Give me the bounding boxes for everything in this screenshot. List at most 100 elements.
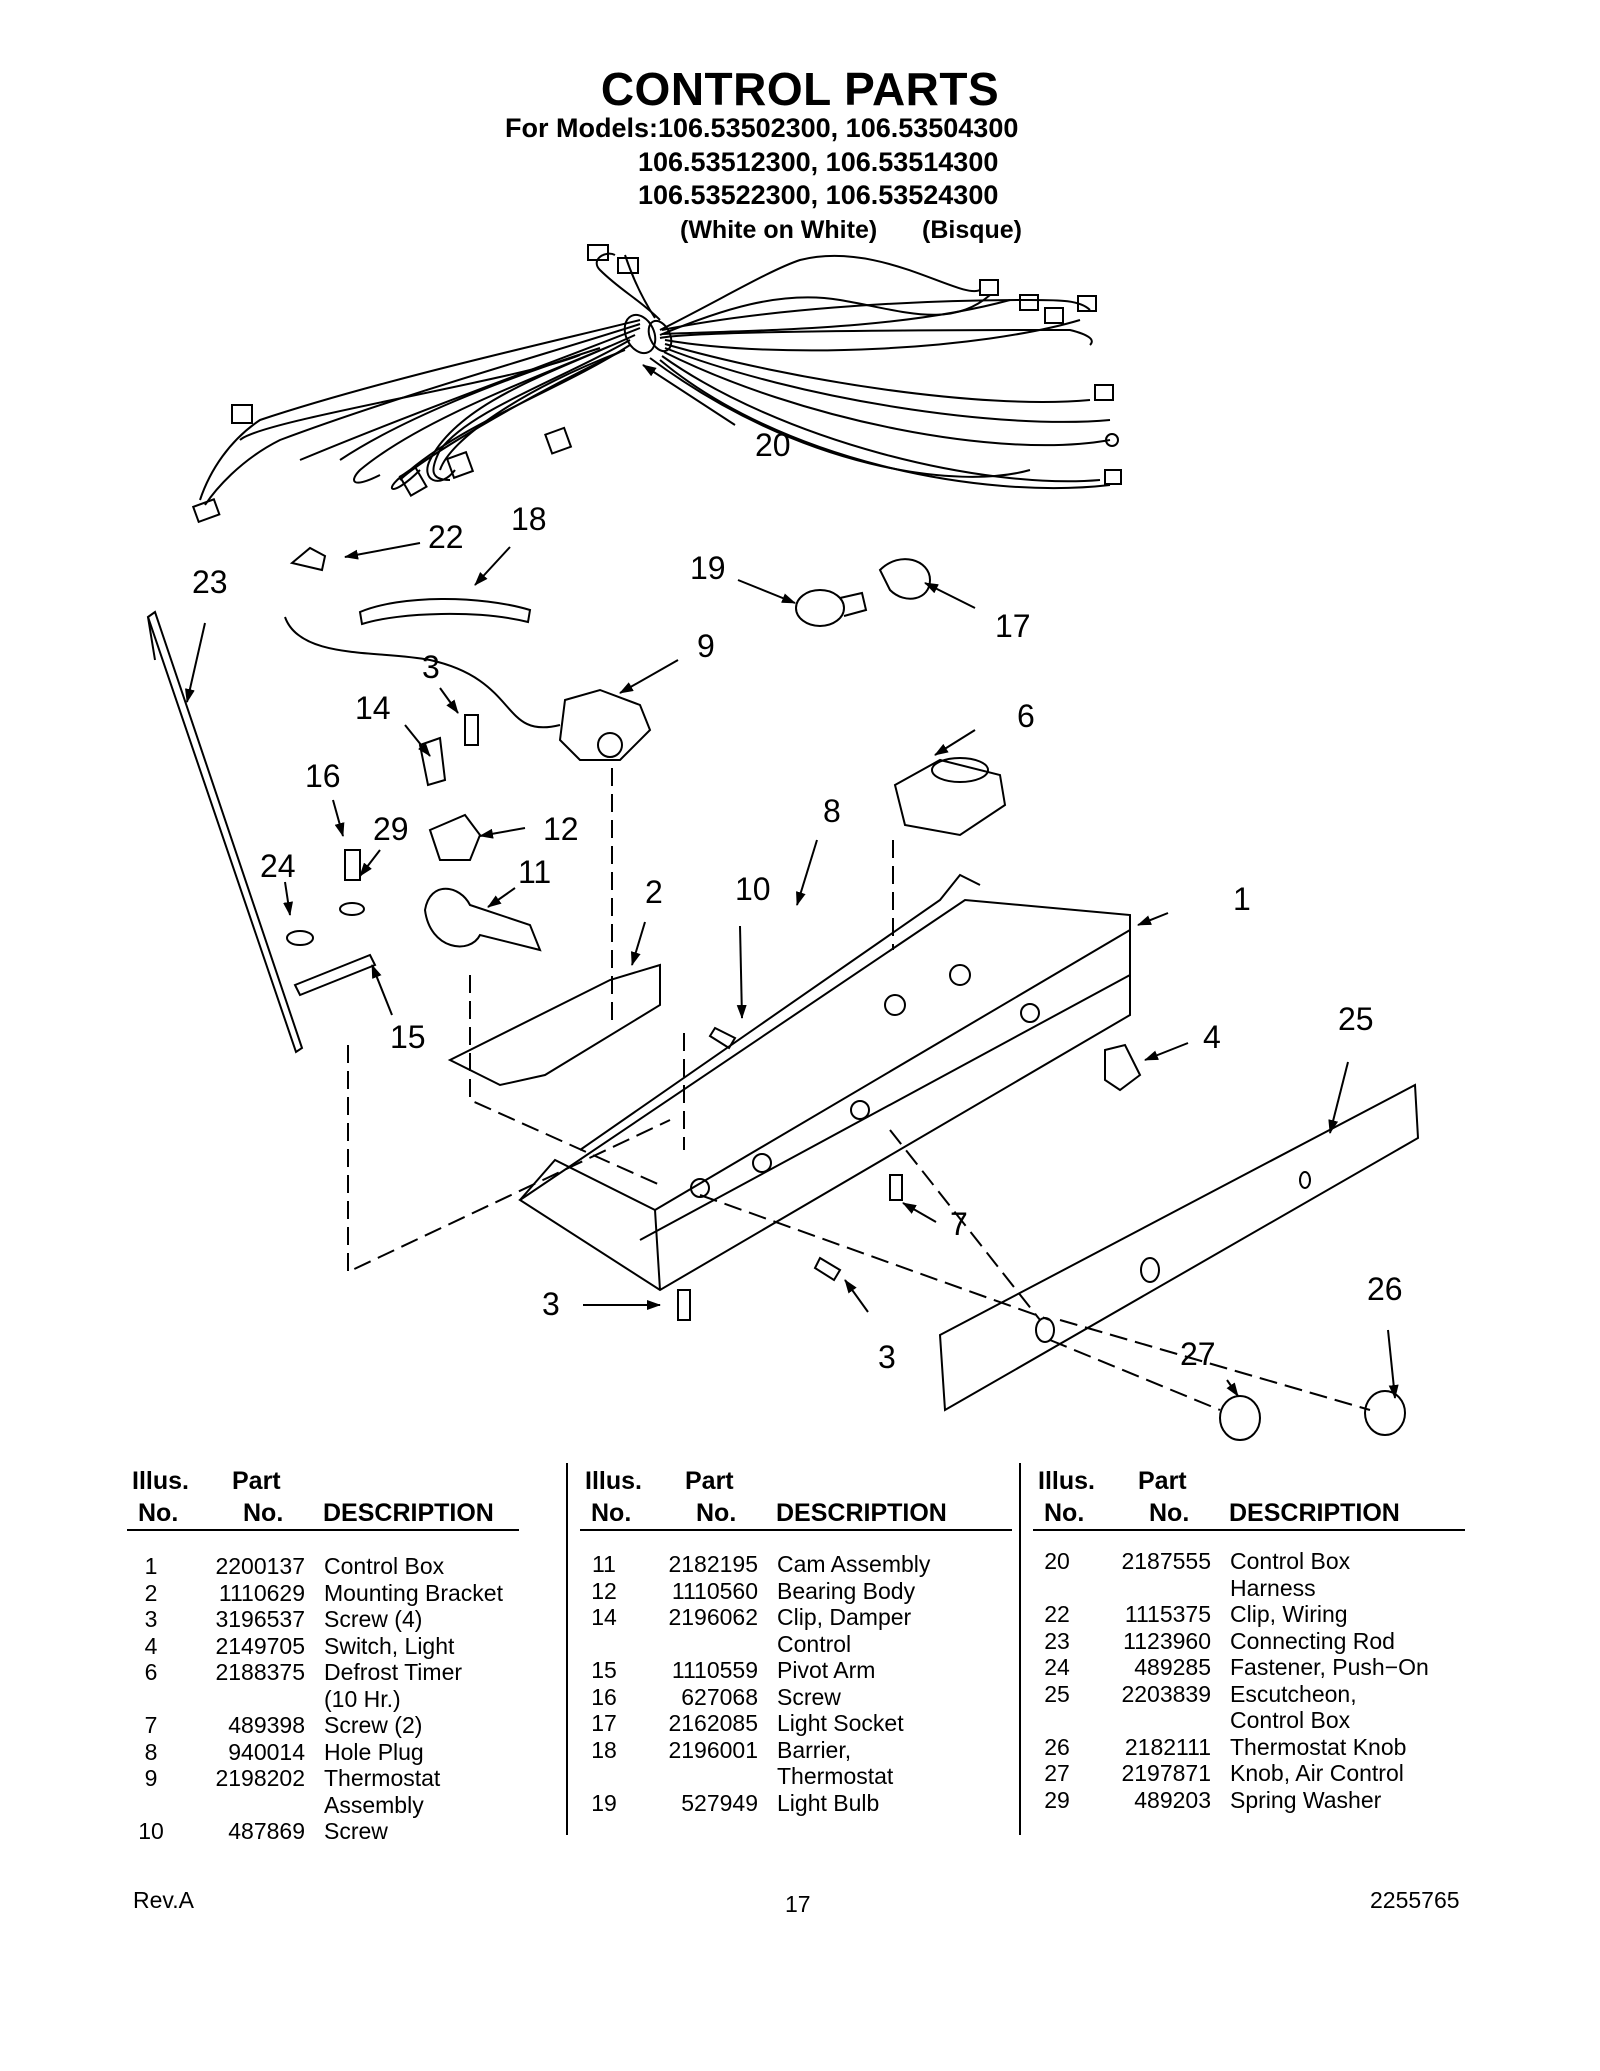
- header-part-no: No.: [1149, 1499, 1190, 1527]
- part-no: 1123960: [1123, 1627, 1211, 1654]
- part-no: 1115375: [1124, 1601, 1211, 1627]
- illus-no: 11: [592, 1551, 616, 1577]
- part-no: 2200137: [215, 1553, 305, 1579]
- part-description: Screw (4): [324, 1606, 423, 1632]
- part-description: Mounting Bracket: [324, 1579, 503, 1606]
- callout-1: 1: [1233, 881, 1251, 917]
- light-socket: [878, 558, 932, 600]
- part-description: Thermostat Knob: [1230, 1733, 1407, 1760]
- callout-11: 11: [518, 854, 551, 890]
- illus-no: 12: [591, 1577, 617, 1604]
- parts-row-continuation: Assembly: [143, 1792, 543, 1819]
- callout-16: 16: [305, 758, 341, 794]
- part-no: 527949: [681, 1789, 758, 1816]
- header-illus-no: No.: [138, 1499, 179, 1527]
- revision: Rev.A: [133, 1887, 194, 1913]
- barrier-thermostat: [358, 598, 532, 626]
- header-illus-no: No.: [591, 1499, 632, 1527]
- callout-6: 6: [1017, 698, 1035, 734]
- illus-no: 4: [144, 1632, 158, 1659]
- illus-no: 7: [144, 1712, 158, 1738]
- screw: [708, 1026, 737, 1050]
- part-no: 2196001: [668, 1736, 758, 1763]
- clip-wiring: [289, 546, 327, 572]
- wiring-harness: [191, 244, 1122, 524]
- illus-no: 20: [1044, 1548, 1070, 1574]
- callout-19: 19: [690, 550, 726, 586]
- illus-no: 14: [591, 1604, 617, 1630]
- bearing-body: [428, 813, 482, 861]
- illus-no: 19: [591, 1789, 617, 1816]
- part-description: Thermostat: [324, 1765, 441, 1791]
- part-no: 489203: [1134, 1786, 1211, 1813]
- callout-22: 22: [428, 519, 464, 555]
- air-control-knob: [1219, 1395, 1261, 1441]
- callout-23: 23: [192, 564, 228, 600]
- callout-9: 9: [697, 628, 715, 664]
- part-description: Screw: [777, 1683, 841, 1710]
- header-illus: Illus.: [585, 1467, 642, 1495]
- screw: [889, 1174, 903, 1201]
- assembly-lines: [347, 768, 1371, 1411]
- parts-row: 2 1110629 Mounting Bracket: [143, 1580, 543, 1607]
- part-no: 487869: [228, 1818, 305, 1844]
- header-part-no: No.: [243, 1499, 284, 1527]
- header-description: DESCRIPTION: [1229, 1499, 1400, 1527]
- part-description: Thermostat: [777, 1763, 894, 1789]
- illus-no: 25: [1044, 1680, 1070, 1707]
- callout-8: 8: [823, 793, 841, 829]
- header-rule: [127, 1529, 519, 1531]
- illus-no: 24: [1044, 1654, 1070, 1680]
- part-no: 489398: [228, 1712, 305, 1738]
- part-no: 2149705: [215, 1632, 305, 1659]
- part-no: 2188375: [215, 1659, 305, 1685]
- part-no: 627068: [681, 1683, 758, 1710]
- illus-no: 2: [144, 1579, 158, 1606]
- thermostat-assembly: [558, 688, 652, 761]
- part-no: 1110629: [218, 1579, 305, 1606]
- pivot-arm: [293, 953, 377, 997]
- illus-no: 27: [1044, 1760, 1070, 1786]
- part-no: 3196537: [215, 1606, 305, 1632]
- illus-no: 18: [591, 1736, 617, 1763]
- header-description: DESCRIPTION: [323, 1499, 494, 1527]
- model-line-1: 106.53502300, 106.53504300: [658, 113, 1019, 143]
- part-no: 2196062: [668, 1604, 758, 1630]
- part-no: 2182111: [1124, 1733, 1211, 1760]
- header-description: DESCRIPTION: [776, 1499, 947, 1527]
- header-part-no: No.: [696, 1499, 737, 1527]
- connecting-rod: [146, 610, 304, 1054]
- part-description: (10 Hr.): [324, 1685, 401, 1712]
- mounting-bracket: [447, 963, 661, 1087]
- header-part: Part: [685, 1467, 734, 1495]
- illus-no: 23: [1044, 1627, 1070, 1654]
- parts-row-continuation: Harness: [1049, 1575, 1469, 1602]
- part-no: 2203839: [1121, 1680, 1211, 1707]
- part-description: Knob, Air Control: [1230, 1760, 1404, 1786]
- callout-12: 12: [543, 811, 579, 847]
- leader-arrows: [185, 364, 1399, 1399]
- callout-25: 25: [1338, 1001, 1374, 1037]
- part-description: Assembly: [324, 1791, 424, 1818]
- light-switch: [1104, 1043, 1142, 1092]
- callout-2: 2: [645, 874, 663, 910]
- part-description: Control Box: [1230, 1707, 1351, 1733]
- parts-row-continuation: Thermostat: [596, 1763, 996, 1790]
- callout-14: 14: [355, 690, 391, 726]
- defrost-timer: [893, 758, 1007, 837]
- screw: [344, 849, 361, 881]
- capillary-tube: [284, 616, 561, 729]
